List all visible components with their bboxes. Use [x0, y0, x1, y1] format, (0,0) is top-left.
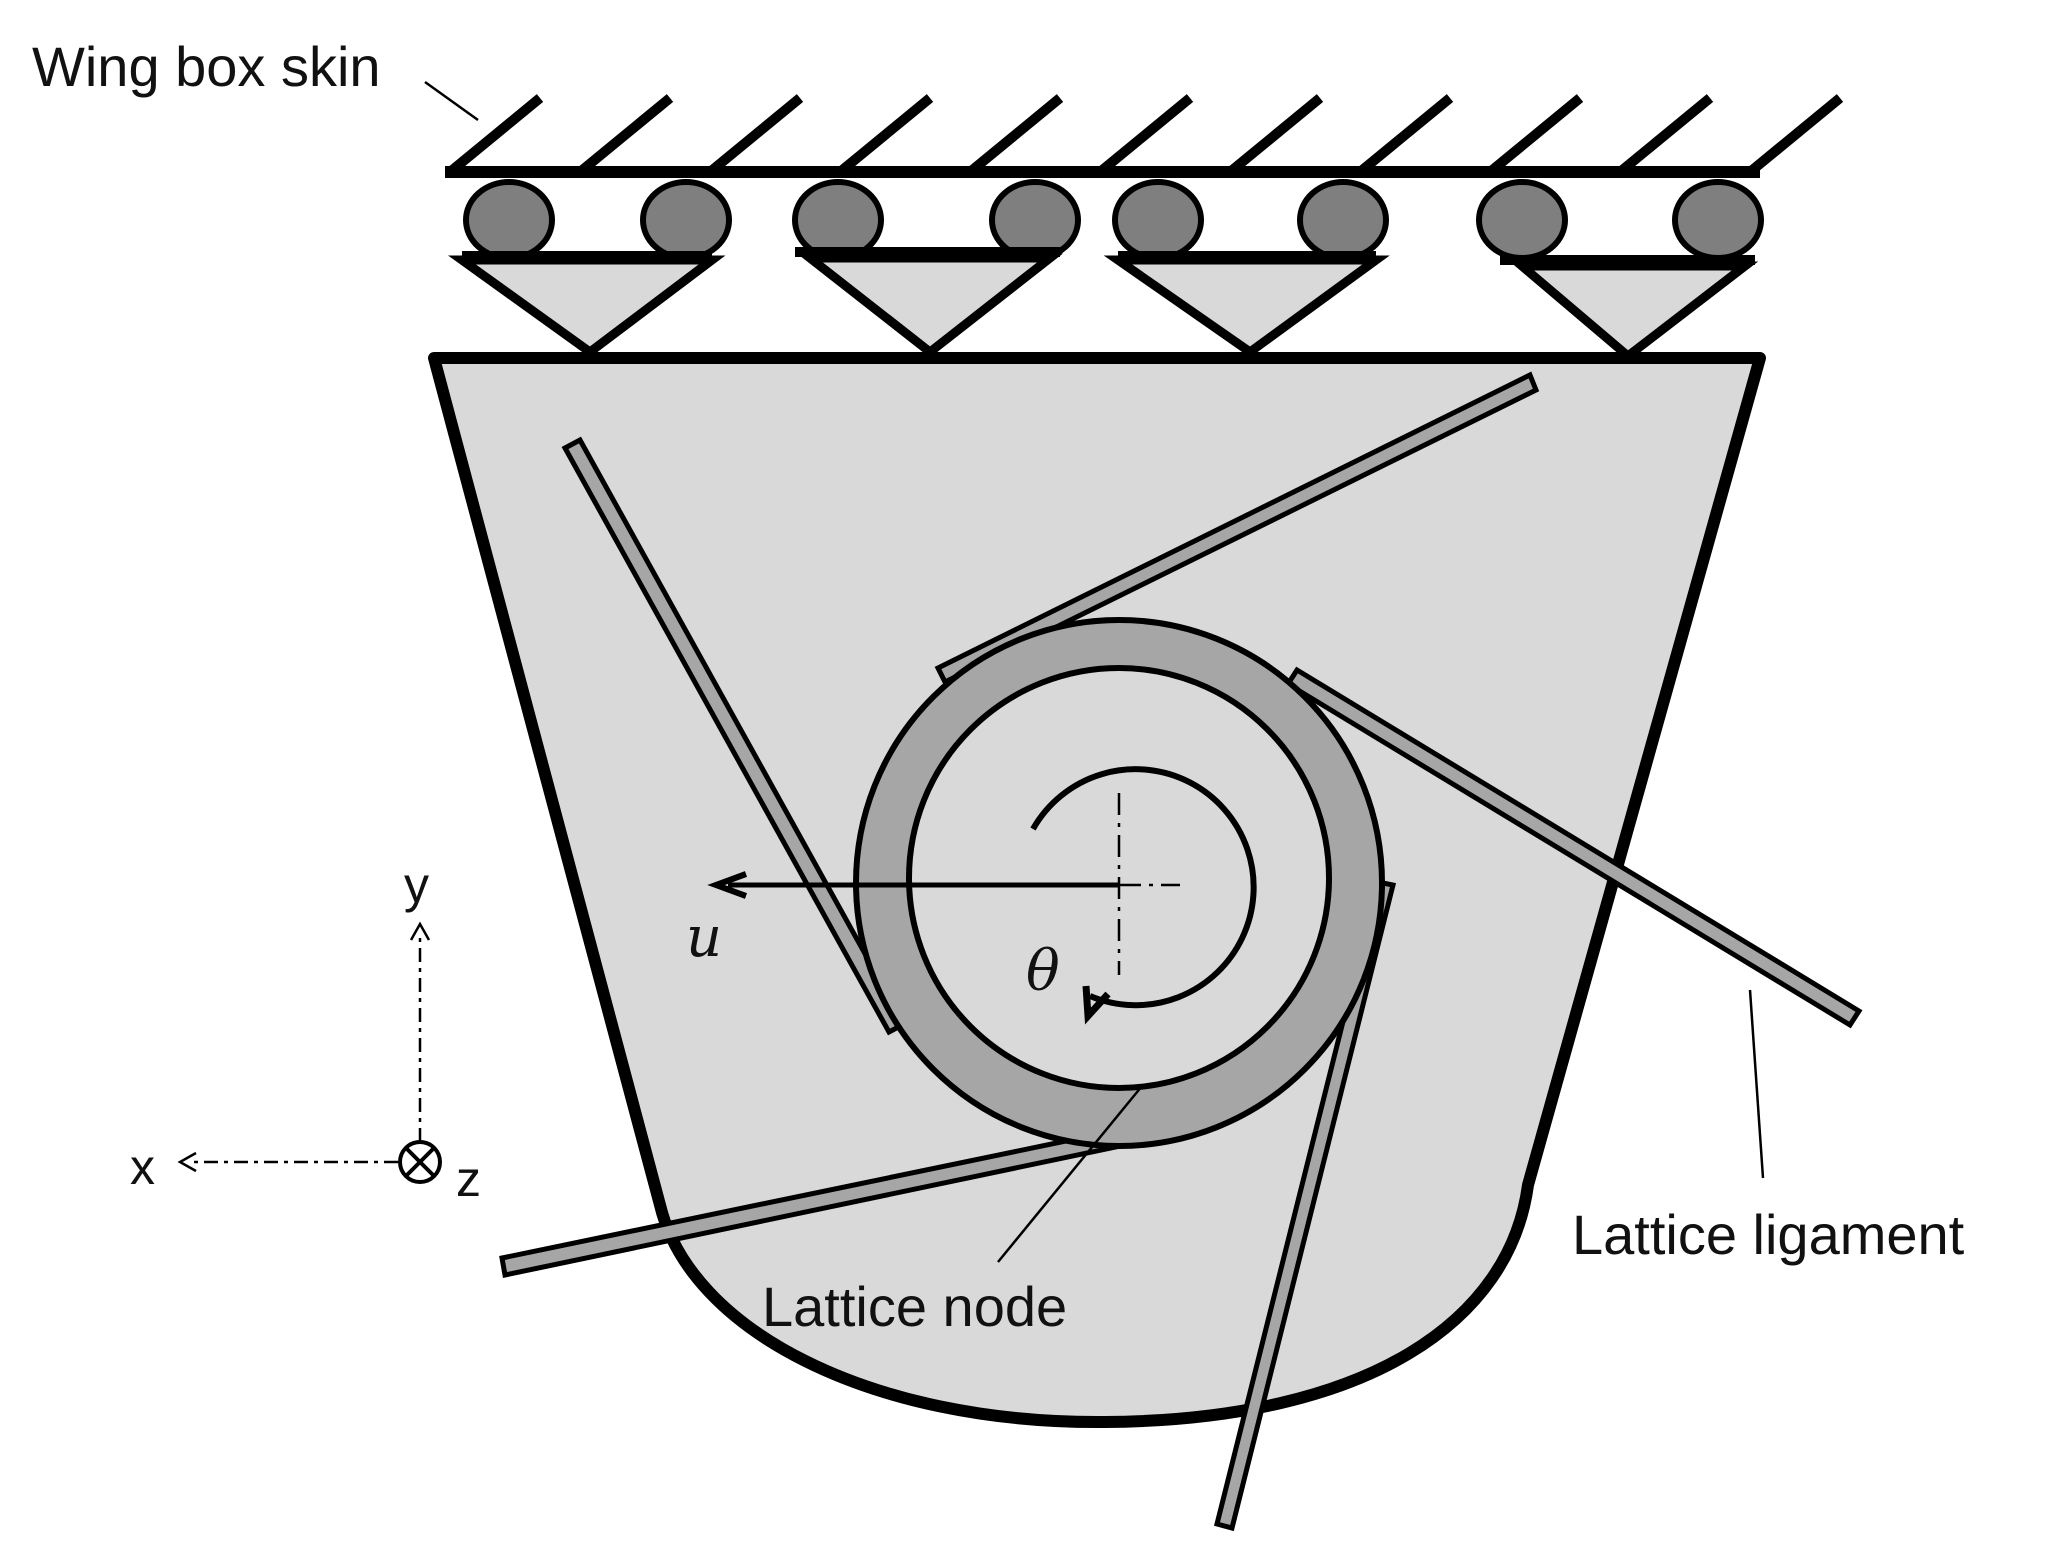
- skin-leader: [424, 80, 479, 122]
- rotation-arrowhead: [1082, 985, 1111, 1025]
- ligament-right: [1284, 666, 1863, 1029]
- leader-lines: [424, 80, 1765, 1263]
- skin-hatching: [446, 94, 1844, 176]
- lattice-ligaments: [499, 371, 1863, 1532]
- node-leader: [997, 1085, 1143, 1263]
- label-displacement-u: u: [686, 905, 722, 970]
- support-1: [448, 179, 732, 358]
- label-lattice-node: Lattice node: [762, 1275, 1067, 1338]
- label-axis-y: y: [404, 857, 429, 913]
- ligament-leader: [1748, 989, 1765, 1179]
- z-axis-symbol: [398, 1140, 442, 1184]
- displacement-arrowhead: [707, 871, 748, 899]
- label-axis-z: z: [456, 1151, 481, 1207]
- label-wing-box-skin: Wing box skin: [32, 35, 381, 98]
- y-axis-arrowhead: [409, 921, 431, 941]
- coordinate-axes: [177, 921, 442, 1184]
- support-4: [1476, 179, 1764, 362]
- roller-supports: [448, 179, 1764, 362]
- label-lattice-ligament: Lattice ligament: [1572, 1203, 1965, 1266]
- support-2: [792, 179, 1081, 358]
- ligament-lower: [1213, 879, 1397, 1532]
- label-rotation-theta: θ: [1026, 939, 1060, 1004]
- rotation-arrow: [1030, 766, 1257, 1009]
- x-axis-arrowhead: [177, 1151, 197, 1173]
- support-3: [1103, 179, 1390, 358]
- label-axis-x: x: [130, 1139, 155, 1195]
- wing-box-skin: [445, 94, 1844, 178]
